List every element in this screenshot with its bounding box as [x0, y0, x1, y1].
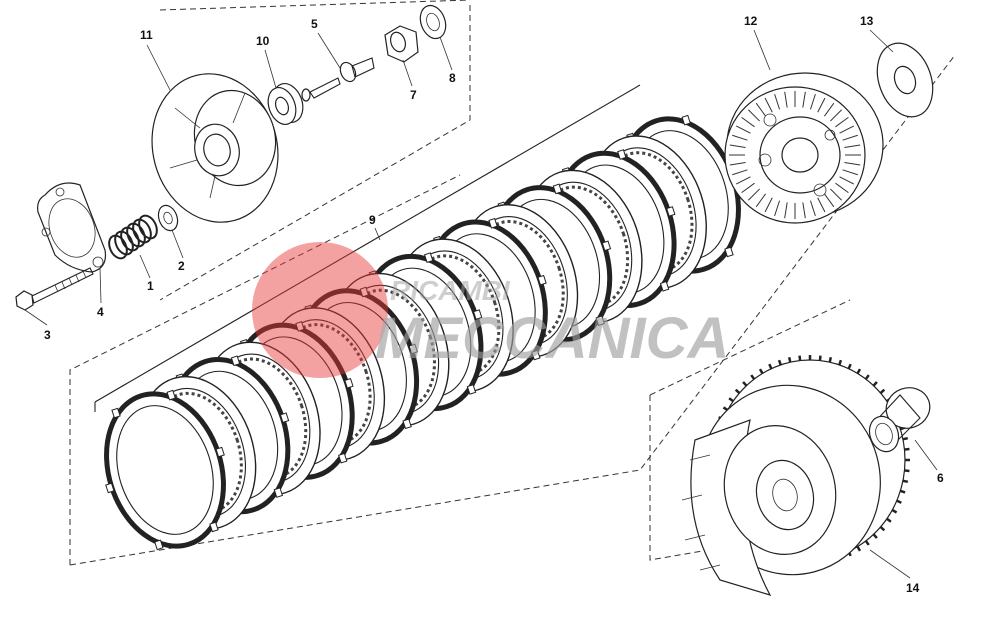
- callout-7: 7: [410, 88, 417, 102]
- cover-plate-part-4: [37, 182, 107, 273]
- callout-12: 12: [744, 14, 758, 28]
- thrust-washer-part-13: [876, 42, 934, 118]
- callout-13: 13: [860, 14, 874, 28]
- bolt-part-3: [15, 267, 94, 311]
- pressure-plate-part-11: [151, 73, 279, 223]
- clutch-hub-part-12: [724, 72, 884, 224]
- callout-6: 6: [937, 471, 944, 485]
- bushing-part-6: [868, 387, 931, 453]
- washer-part-2: [157, 204, 179, 232]
- clutch-plate-stack: [104, 114, 741, 551]
- callout-11: 11: [140, 28, 153, 42]
- plate-stack-bracket: [94, 84, 641, 412]
- callout-2: 2: [178, 259, 185, 273]
- watermark-line2: MECCANICA: [375, 306, 729, 371]
- watermark-line1: RICAMBI: [390, 275, 511, 306]
- spring-part-1: [108, 214, 158, 260]
- callout-1: 1: [147, 279, 154, 293]
- callout-9: 9: [369, 213, 376, 227]
- watermark-circle: [252, 242, 388, 378]
- clutch-basket-part-14: [681, 355, 910, 596]
- callout-5: 5: [311, 17, 318, 31]
- nut-part-7: [384, 25, 419, 63]
- callout-14: 14: [906, 581, 920, 595]
- bearing-part-10: [267, 83, 304, 125]
- lock-washer-part-8: [419, 4, 447, 40]
- callout-3: 3: [44, 328, 51, 342]
- clutch-plate: [104, 389, 226, 551]
- callout-4: 4: [97, 305, 104, 319]
- hub-splines: [729, 91, 861, 219]
- callout-leader-lines: [24, 29, 938, 579]
- callout-10: 10: [256, 34, 270, 48]
- pushrod-part-5: [301, 57, 375, 102]
- callout-8: 8: [449, 71, 456, 85]
- watermark-logo: RICAMBI MECCANICA: [252, 242, 729, 378]
- callout-labels: 1 2 3 4 5 6 7 8 9 10 11 12 13 14: [44, 14, 944, 595]
